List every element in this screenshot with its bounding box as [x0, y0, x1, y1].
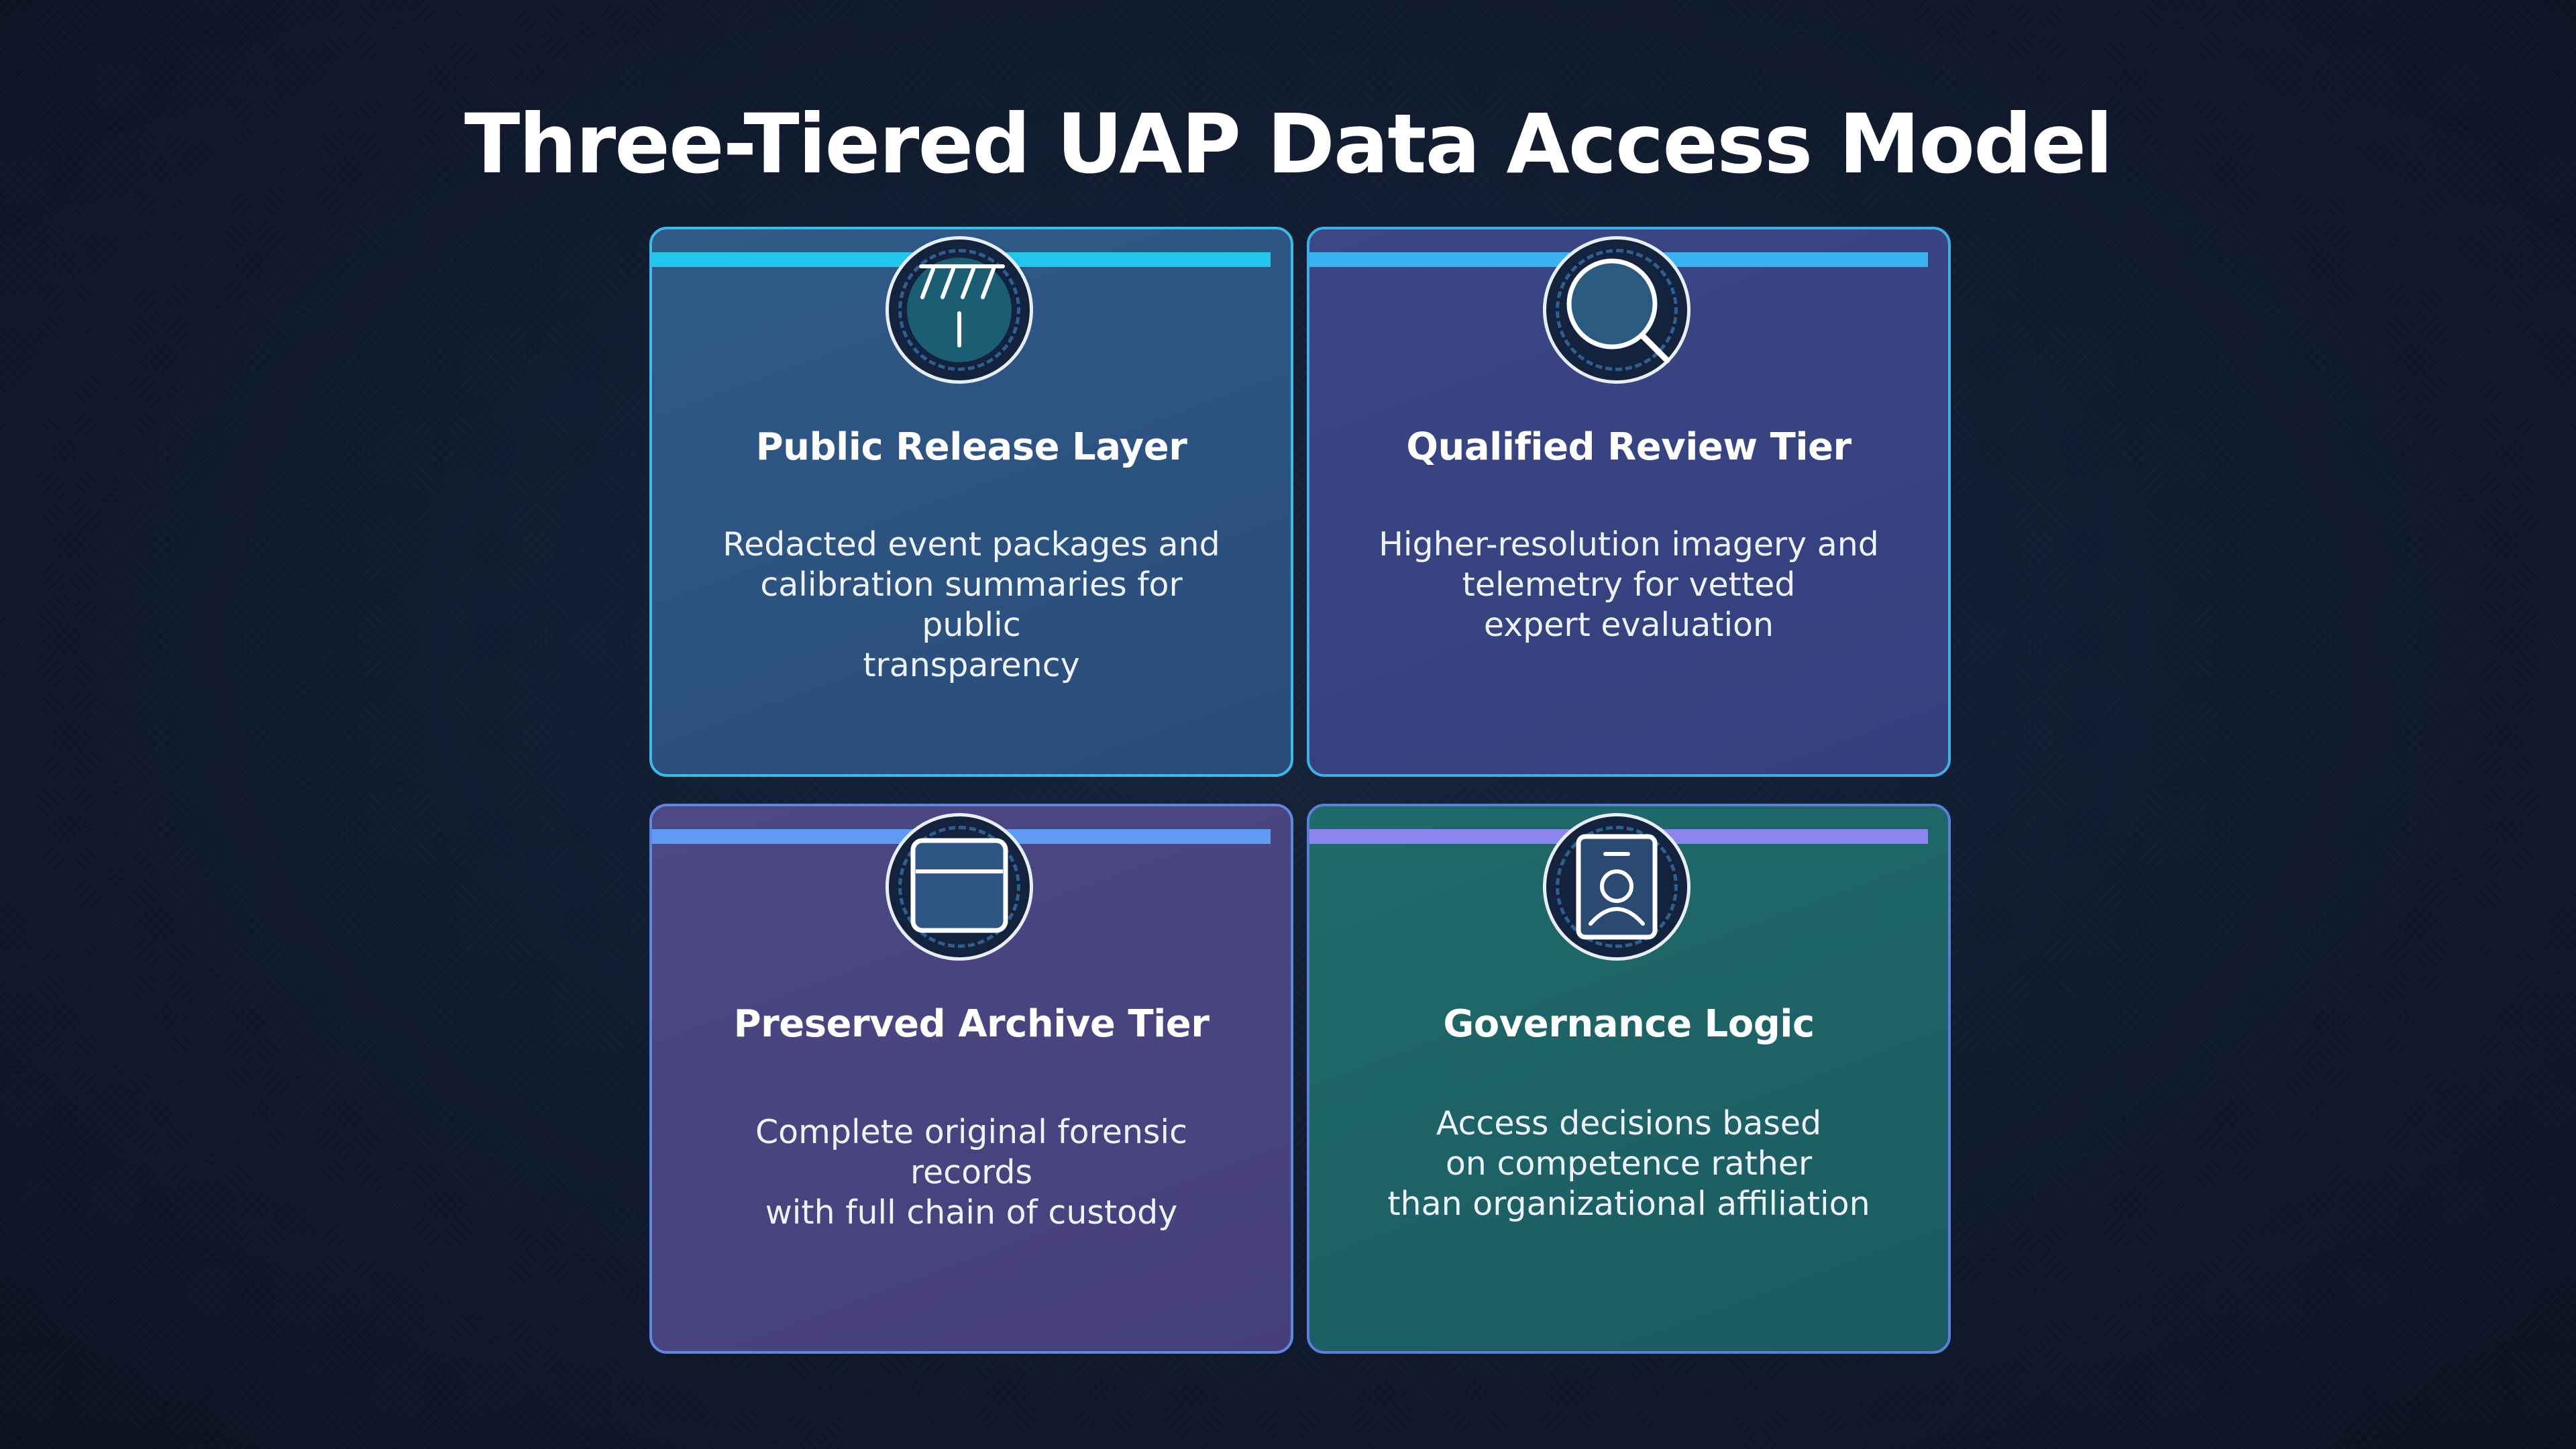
- tier-card-public-release: Public Release Layer Redacted event pack…: [649, 227, 1293, 777]
- tier-card-qualified-review: Qualified Review Tier Higher-resolution …: [1307, 227, 1951, 777]
- tier-title: Preserved Archive Tier: [733, 1002, 1210, 1046]
- id-badge-icon: [1543, 813, 1690, 961]
- tier-title: Governance Logic: [1443, 1002, 1815, 1046]
- tier-description: Higher-resolution imagery and telemetry …: [1379, 525, 1879, 644]
- page-title: Three-Tiered UAP Data Access Model: [464, 97, 2113, 192]
- tier-card-governance-logic: Governance Logic Access decisions based …: [1307, 804, 1951, 1354]
- tier-description: Access decisions based on competence rat…: [1387, 1104, 1870, 1223]
- antenna-icon: [885, 236, 1033, 384]
- tier-title: Qualified Review Tier: [1406, 425, 1851, 469]
- tier-description: Complete original forensic records with …: [755, 1113, 1188, 1232]
- magnifier-icon: [1543, 236, 1690, 384]
- tier-description: Redacted event packages and calibration …: [722, 525, 1220, 684]
- tier-title: Public Release Layer: [755, 425, 1187, 469]
- tier-card-preserved-archive: Preserved Archive Tier Complete original…: [649, 804, 1293, 1354]
- archive-box-icon: [885, 813, 1033, 961]
